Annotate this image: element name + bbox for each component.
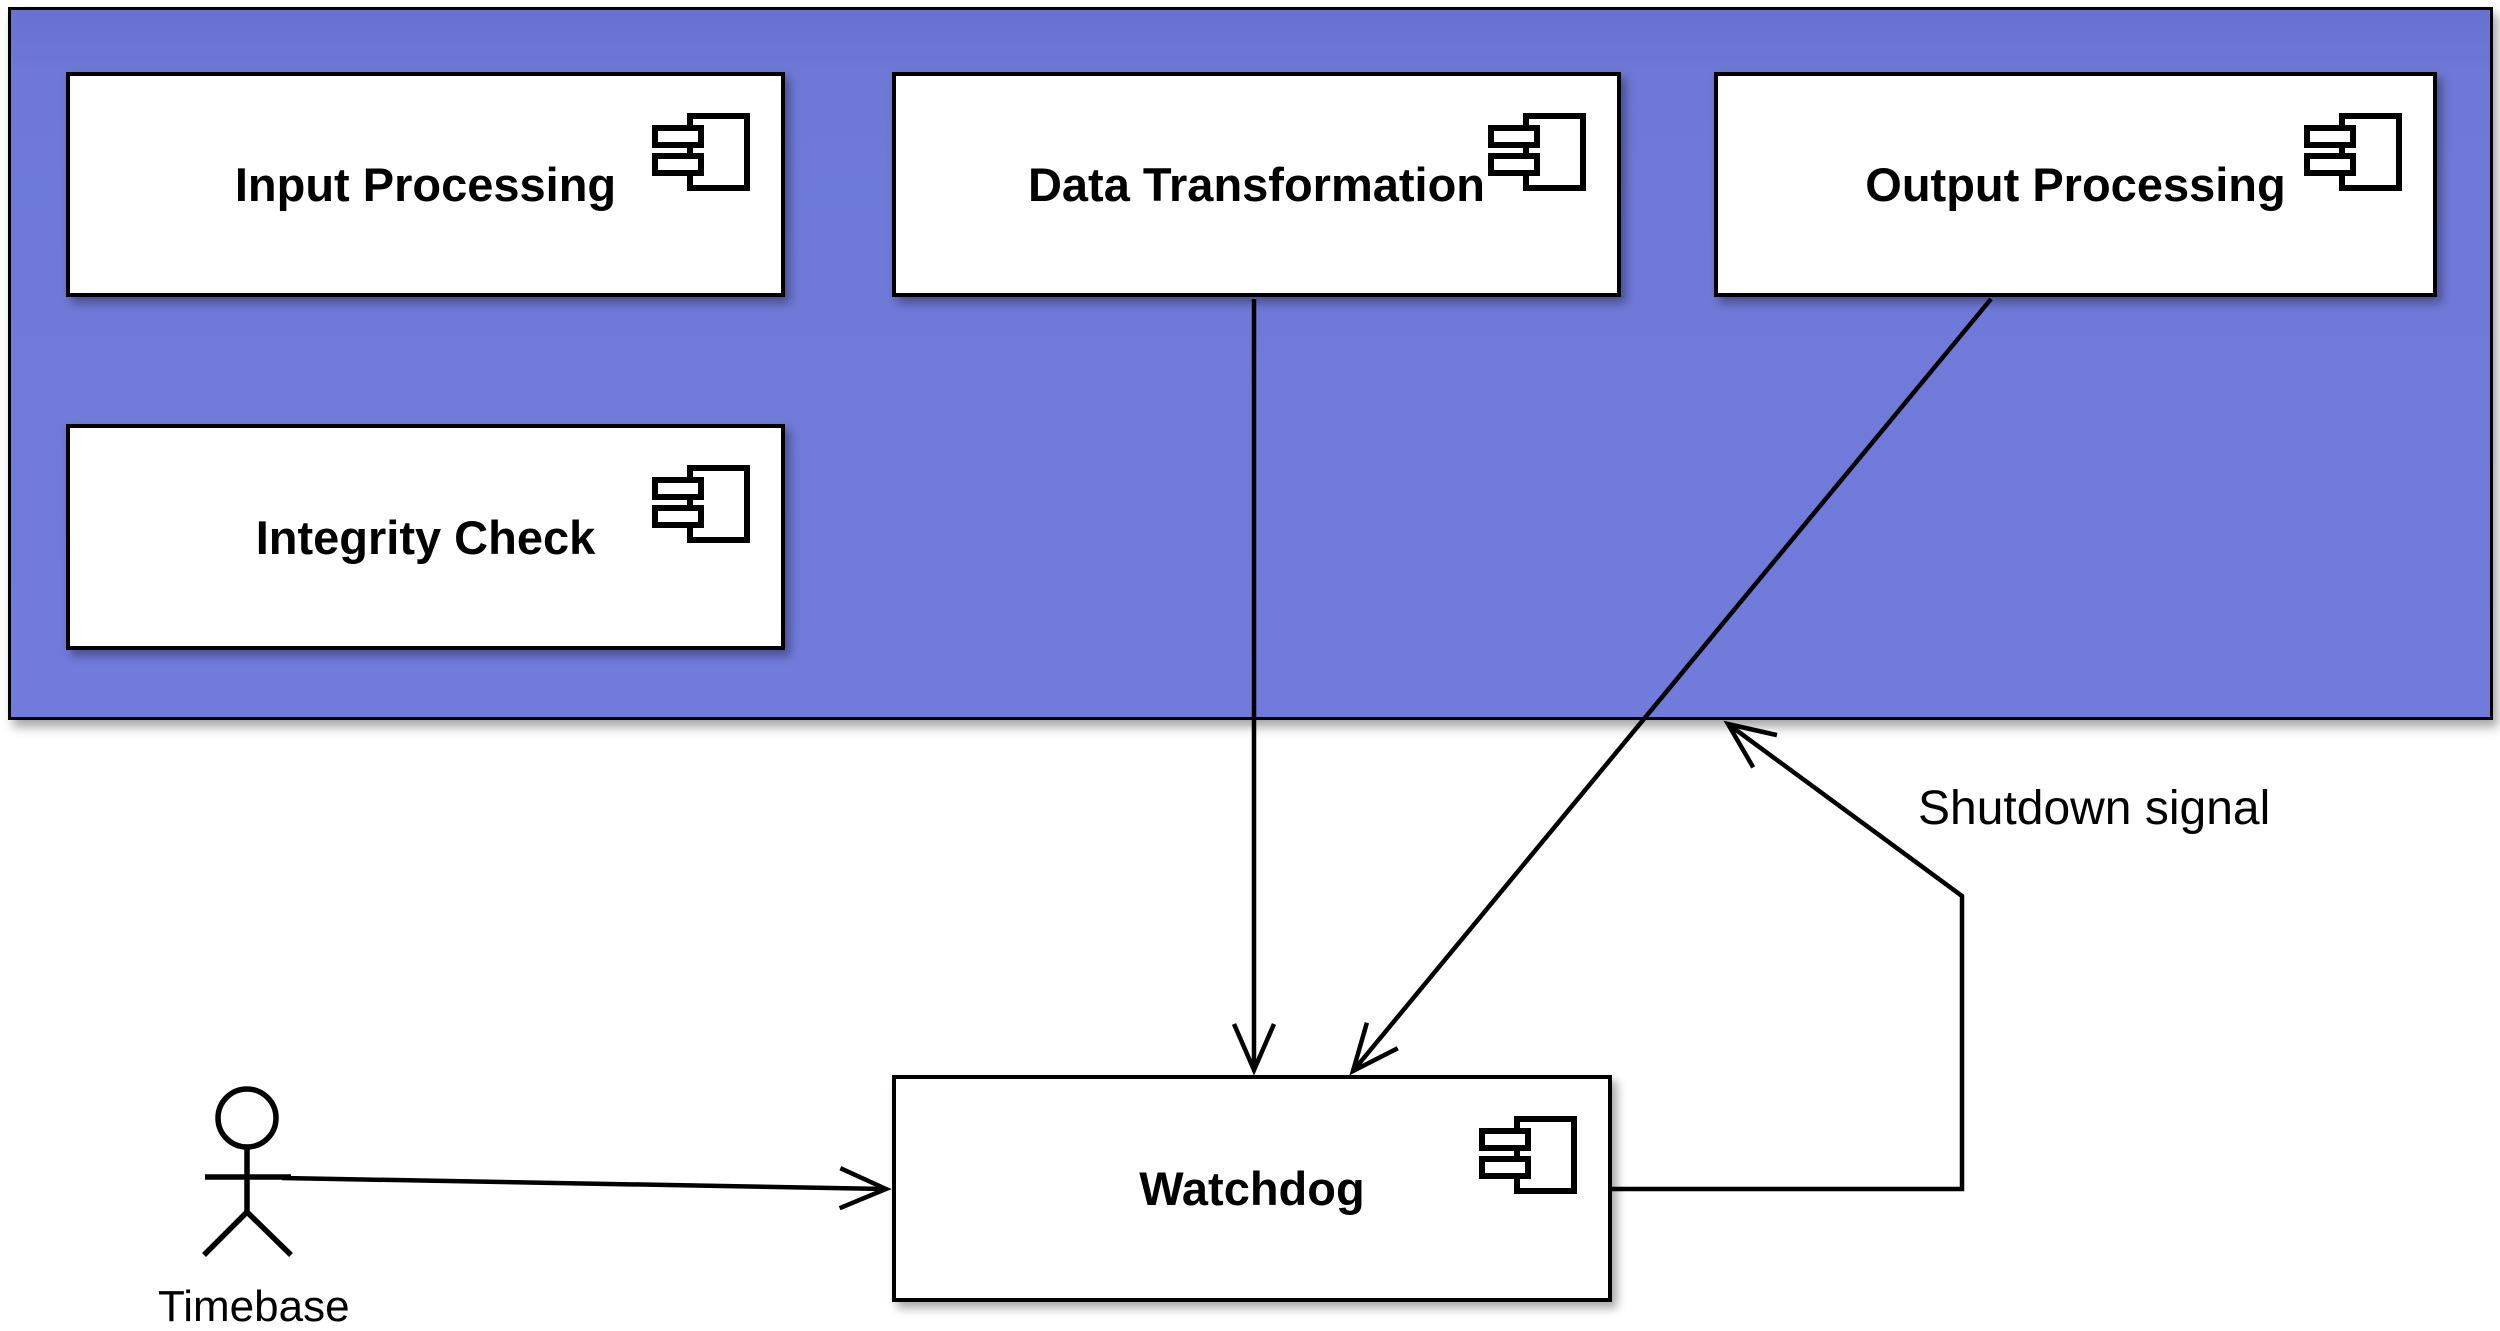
- component-label: Integrity Check: [255, 510, 596, 564]
- component-label: Watchdog: [1139, 1162, 1365, 1215]
- actor-head: [215, 1086, 279, 1150]
- uml-component-icon: [652, 113, 750, 191]
- edge-timebase-to-watchdog: [281, 1166, 892, 1211]
- actor-leg-left: [202, 1210, 249, 1257]
- shutdown-signal-label: Shutdown signal: [1918, 782, 2271, 835]
- component-label: Data Transformation: [1027, 158, 1486, 211]
- uml-component-icon: [1479, 1116, 1577, 1194]
- component-watchdog: Watchdog: [892, 1075, 1612, 1302]
- uml-component-icon: [652, 465, 750, 543]
- component-label: Input Processing: [234, 158, 617, 211]
- actor-timebase-label: Timebase: [158, 1282, 350, 1331]
- component-integrity-check: Integrity Check: [66, 424, 785, 650]
- component-data-transformation: Data Transformation: [892, 72, 1621, 297]
- edge-watchdog-shutdown-signal: [1612, 720, 1965, 1192]
- uml-component-icon: [2304, 113, 2402, 191]
- actor-leg-right: [245, 1210, 293, 1257]
- component-input-processing: Input Processing: [66, 72, 785, 297]
- component-label: Output Processing: [1865, 158, 2286, 211]
- component-output-processing: Output Processing: [1714, 72, 2437, 297]
- uml-component-icon: [1488, 113, 1586, 191]
- actor-timebase-figure: [202, 1086, 293, 1257]
